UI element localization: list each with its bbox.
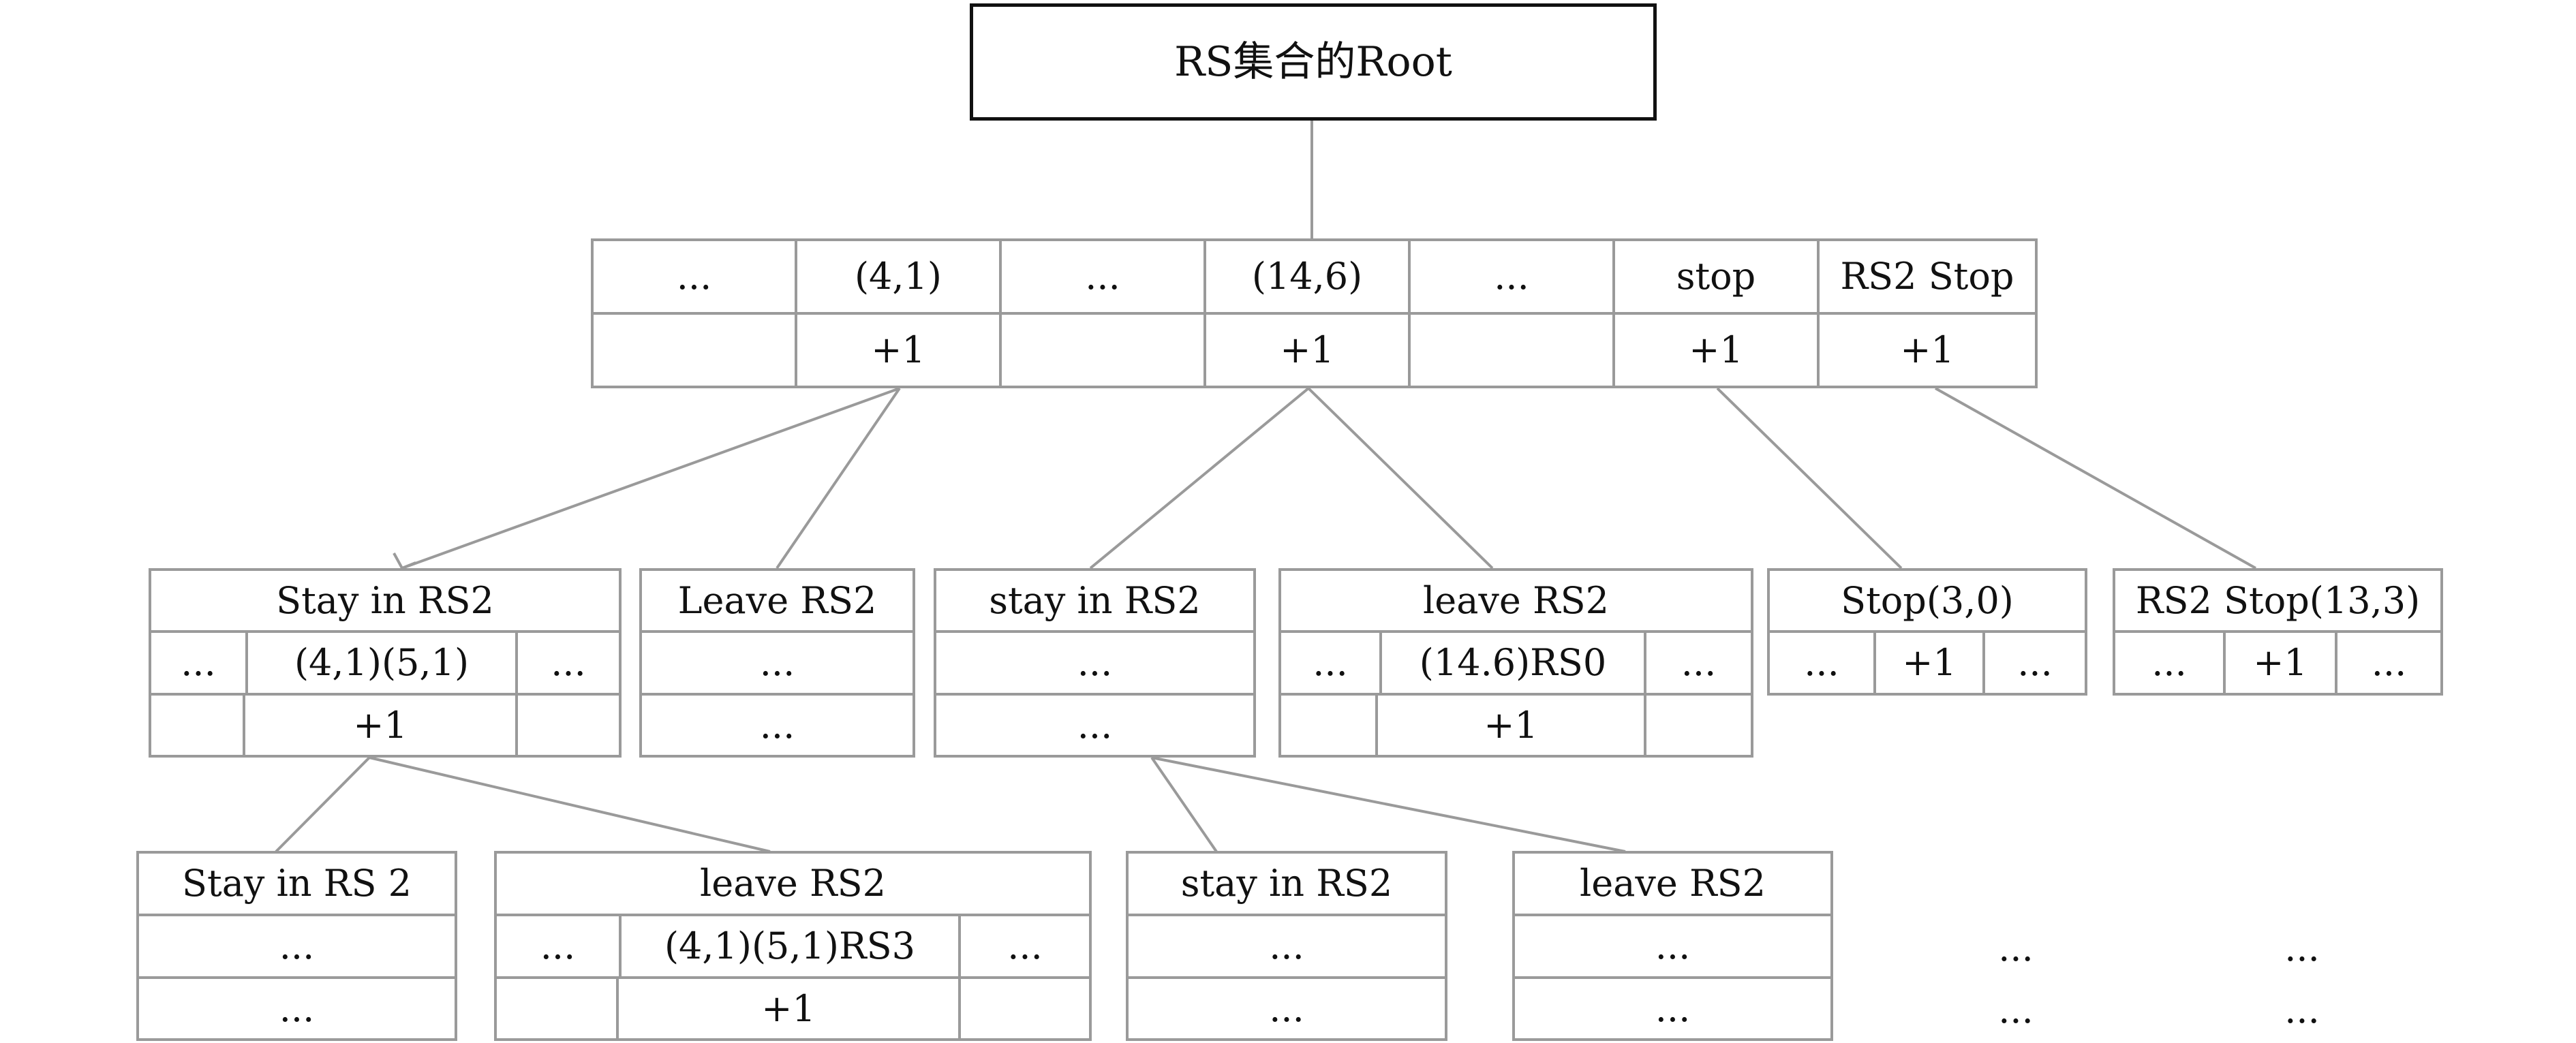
connector-stay-stay <box>275 756 371 853</box>
l3-b-r3c3 <box>958 976 1092 1041</box>
l1-cell-5: ... <box>1408 238 1615 315</box>
l2-d-title: leave RS2 <box>1278 568 1753 633</box>
l2-d-r3c1 <box>1278 693 1378 758</box>
l1-count-4: +1 <box>1203 312 1411 388</box>
root-node: RS集合的Root <box>970 3 1657 121</box>
l3-b-r2c3: ... <box>958 914 1092 979</box>
l3-b-title: leave RS2 <box>494 851 1092 916</box>
trailing-ellipsis-a2: ... <box>1998 988 2034 1031</box>
l1-count-7: +1 <box>1817 312 2038 388</box>
l3-a-r2: ... <box>136 914 457 979</box>
connector-41-leave <box>776 387 901 570</box>
connector-rs2stop <box>1935 387 2256 570</box>
connector-41-stay <box>401 387 900 570</box>
l1-count-6: +1 <box>1612 312 1820 388</box>
l1-count-2: +1 <box>795 312 1002 388</box>
l1-cell-6: stop <box>1612 238 1820 315</box>
l3-d-r2: ... <box>1512 914 1833 979</box>
l2-d-r2c2: (14.6)RS0 <box>1379 630 1646 696</box>
l1-cell-7: RS2 Stop <box>1817 238 2038 315</box>
l2-e-r2c2: +1 <box>1873 630 1985 696</box>
l2-c-r2: ... <box>934 630 1256 696</box>
l3-a-r3: ... <box>136 976 457 1041</box>
l2-a-r3c2: +1 <box>243 693 518 758</box>
l1-cell-3: ... <box>999 238 1206 315</box>
l2-d-r2c3: ... <box>1644 630 1753 696</box>
connector-146-leave <box>1307 387 1494 570</box>
l2-f-r2c1: ... <box>2113 630 2226 696</box>
connector-arrowhead <box>393 552 416 570</box>
connector-146-stay <box>1089 387 1310 570</box>
l2-a-r2c2: (4,1)(5,1) <box>245 630 518 696</box>
l1-count-1 <box>591 312 797 388</box>
l3-d-title: leave RS2 <box>1512 851 1833 916</box>
l2-a-title: Stay in RS2 <box>149 568 622 633</box>
l3-b-r3c1 <box>494 976 619 1041</box>
l3-b-r3c2: +1 <box>616 976 961 1041</box>
l2-e-r2c1: ... <box>1767 630 1876 696</box>
trailing-ellipsis-b2: ... <box>2284 988 2320 1031</box>
l1-count-5 <box>1408 312 1615 388</box>
l2-d-r3c2: +1 <box>1375 693 1646 758</box>
l2-f-title: RS2 Stop(13,3) <box>2113 568 2443 633</box>
l1-cell-2: (4,1) <box>795 238 1002 315</box>
l2-a-r3c1 <box>149 693 245 758</box>
l1-count-3 <box>999 312 1206 388</box>
l3-b-r2c1: ... <box>494 914 622 979</box>
connector-stay2-stay <box>1150 756 1218 853</box>
l2-c-title: stay in RS2 <box>934 568 1256 633</box>
l2-f-r2c2: +1 <box>2223 630 2337 696</box>
connector-stop <box>1716 387 1903 570</box>
l2-a-r2c3: ... <box>515 630 622 696</box>
l1-cell-4: (14,6) <box>1203 238 1411 315</box>
l3-a-title: Stay in RS 2 <box>136 851 457 916</box>
trailing-ellipsis-a1: ... <box>1998 927 2034 969</box>
l3-b-r2c2: (4,1)(5,1)RS3 <box>619 914 961 979</box>
l2-d-r3c3 <box>1644 693 1753 758</box>
l2-e-r2c3: ... <box>1982 630 2087 696</box>
l2-f-r2c3: ... <box>2335 630 2443 696</box>
root-label: RS集合的Root <box>1174 38 1452 86</box>
connector-stay-leave <box>369 756 771 853</box>
l2-d-r2c1: ... <box>1278 630 1382 696</box>
connector-stay2-leave <box>1151 756 1626 853</box>
l2-e-title: Stop(3,0) <box>1767 568 2087 633</box>
l1-cell-1: ... <box>591 238 797 315</box>
l2-a-r2c1: ... <box>149 630 248 696</box>
l3-c-title: stay in RS2 <box>1126 851 1447 916</box>
l3-d-r3: ... <box>1512 976 1833 1041</box>
l2-b-title: Leave RS2 <box>639 568 915 633</box>
l2-b-r2: ... <box>639 630 915 696</box>
l3-c-r3: ... <box>1126 976 1447 1041</box>
trailing-ellipsis-b1: ... <box>2284 927 2320 969</box>
l2-c-r3: ... <box>934 693 1256 758</box>
l2-b-r3: ... <box>639 693 915 758</box>
l2-a-r3c3 <box>515 693 622 758</box>
l3-c-r2: ... <box>1126 914 1447 979</box>
